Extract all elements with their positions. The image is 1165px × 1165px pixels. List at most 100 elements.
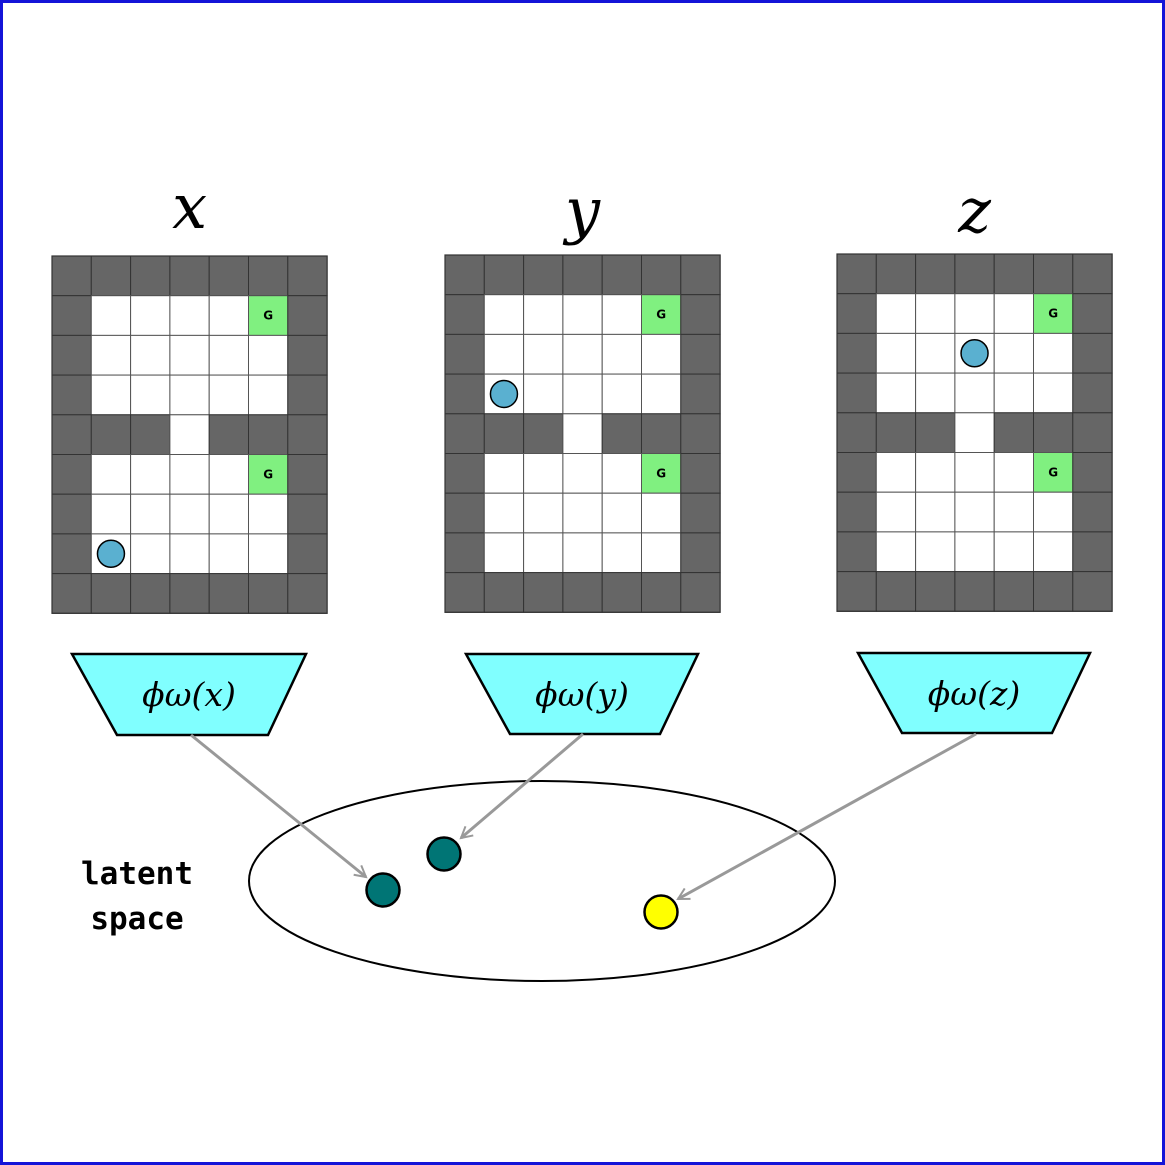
- wall-cell: [993, 253, 1035, 295]
- wall-cell: [444, 532, 485, 574]
- floor-cell: [208, 334, 249, 376]
- wall-cell: [287, 414, 328, 455]
- floor-cell: [601, 532, 643, 574]
- floor-cell: [90, 454, 132, 495]
- latent-space-ellipse: [248, 780, 836, 982]
- floor-cell: [248, 493, 289, 535]
- wall-cell: [51, 493, 92, 535]
- floor-cell: [169, 334, 210, 376]
- floor-cell: [483, 532, 525, 574]
- latent-space-label-line2: space: [90, 901, 183, 937]
- wall-cell: [562, 572, 603, 613]
- embedding-arrow-x: [190, 733, 366, 877]
- encoder-z: ϕω(z): [855, 651, 1092, 735]
- goal-cell: [641, 453, 682, 494]
- goal-label: G: [263, 309, 273, 323]
- floor-cell: [1033, 372, 1074, 414]
- floor-cell: [875, 452, 917, 493]
- wall-cell: [287, 573, 328, 614]
- floor-cell: [601, 492, 643, 534]
- floor-cell: [130, 374, 171, 416]
- floor-cell: [208, 493, 249, 535]
- wall-cell: [641, 254, 682, 296]
- floor-cell: [169, 454, 210, 495]
- goal-cell: [1033, 293, 1074, 334]
- encoder-label-x: ϕω(x): [142, 675, 236, 714]
- wall-cell: [1033, 412, 1074, 453]
- floor-cell: [90, 493, 132, 535]
- wall-cell: [954, 253, 995, 295]
- wall-cell: [483, 413, 525, 454]
- floor-cell: [993, 491, 1035, 533]
- wall-cell: [1072, 412, 1113, 453]
- floor-cell: [1033, 491, 1074, 533]
- wall-cell: [680, 254, 721, 296]
- encoder-trapezoid-z: [855, 651, 1092, 735]
- floor-cell: [641, 492, 682, 534]
- floor-cell: [601, 333, 643, 375]
- wall-cell: [444, 492, 485, 534]
- floor-cell: [483, 333, 525, 375]
- wall-cell: [1072, 332, 1113, 374]
- floor-cell: [130, 493, 171, 535]
- wall-cell: [51, 454, 92, 495]
- wall-cell: [680, 492, 721, 534]
- floor-cell: [954, 372, 995, 414]
- wall-cell: [836, 253, 877, 295]
- floor-cell: [562, 453, 603, 494]
- wall-cell: [169, 573, 210, 614]
- goal-cell: [641, 294, 682, 335]
- floor-cell: [954, 412, 995, 453]
- floor-cell: [875, 332, 917, 374]
- wall-cell: [1072, 253, 1113, 295]
- wall-cell: [836, 452, 877, 493]
- floor-cell: [483, 294, 525, 335]
- wall-cell: [836, 491, 877, 533]
- goal-label: G: [263, 467, 273, 481]
- floor-cell: [169, 493, 210, 535]
- floor-cell: [875, 372, 917, 414]
- floor-cell: [954, 293, 995, 334]
- agent-marker-z: [960, 339, 989, 368]
- encoder-trapezoid-y: [463, 652, 700, 736]
- wall-cell: [287, 493, 328, 535]
- embedding-arrow-z: [678, 732, 977, 901]
- grid-border: [444, 254, 721, 613]
- wall-cell: [51, 533, 92, 575]
- wall-cell: [444, 453, 485, 494]
- floor-cell: [875, 531, 917, 573]
- wall-cell: [1072, 531, 1113, 573]
- wall-cell: [90, 255, 132, 297]
- latent-space: latent space: [81, 780, 836, 982]
- wall-cell: [680, 572, 721, 613]
- wall-cell: [287, 374, 328, 416]
- floor-cell: [90, 295, 132, 336]
- wall-cell: [287, 295, 328, 336]
- wall-cell: [130, 255, 171, 297]
- wall-cell: [248, 414, 289, 455]
- goal-label: G: [1048, 307, 1058, 321]
- floor-cell: [483, 492, 525, 534]
- floor-cell: [90, 374, 132, 416]
- wall-cell: [444, 294, 485, 335]
- floor-cell: [915, 293, 956, 334]
- grid-border: [836, 253, 1113, 612]
- wall-cell: [51, 414, 92, 455]
- floor-cell: [523, 333, 564, 375]
- floor-cell: [1033, 531, 1074, 573]
- floor-cell: [993, 531, 1035, 573]
- wall-cell: [836, 372, 877, 414]
- floor-cell: [130, 334, 171, 376]
- wall-cell: [601, 572, 643, 613]
- wall-cell: [444, 572, 485, 613]
- floor-cell: [993, 293, 1035, 334]
- floor-cell: [248, 334, 289, 376]
- wall-cell: [51, 374, 92, 416]
- floor-cell: [954, 452, 995, 493]
- wall-cell: [915, 253, 956, 295]
- wall-cell: [287, 334, 328, 376]
- goal-cell: [248, 295, 289, 336]
- floor-cell: [562, 532, 603, 574]
